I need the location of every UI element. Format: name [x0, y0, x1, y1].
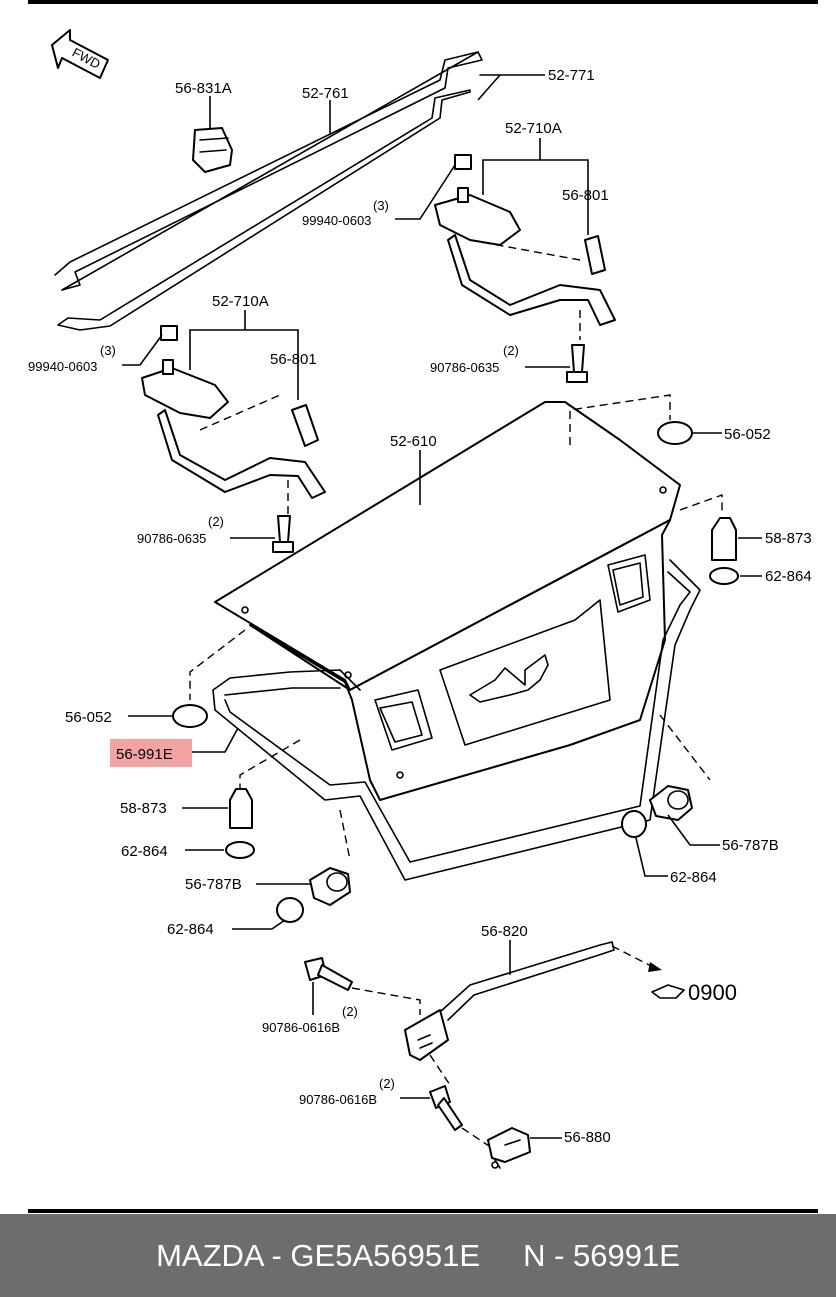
- part-52-610-trunk-lid: [214, 401, 681, 801]
- label-56-831a: 56-831A: [175, 80, 232, 97]
- highlight-56-991e: [110, 739, 192, 767]
- label-56-052-right: 56-052: [724, 426, 771, 443]
- part-90786-0635-right-bolt: [566, 344, 588, 383]
- label-90786-0616b-b: 90786-0616B: [299, 1092, 377, 1107]
- footer-brand-part: MAZDA - GE5A56951E: [156, 1237, 481, 1273]
- part-90786-0616b-lower-bolt: [429, 1085, 463, 1131]
- part-56-787b-left-bumper: [276, 867, 351, 923]
- part-56-880-lock: [487, 1127, 531, 1169]
- label-99940-0603-left: 99940-0603: [28, 359, 97, 374]
- part-56-820-latch-rod: [404, 941, 662, 1061]
- label-56-991e: 56-991E: [116, 746, 173, 763]
- part-56-787b-right-bumper: [621, 785, 693, 838]
- label-99940-0603-right: 99940-0603: [302, 213, 371, 228]
- fwd-arrow-icon: FWD: [51, 29, 109, 79]
- part-56-052-left-bumper: [172, 704, 208, 728]
- label-58-873-left: 58-873: [120, 800, 167, 817]
- label-56-820: 56-820: [481, 923, 528, 940]
- ref-0900: 0900: [688, 980, 737, 1005]
- label-62-864-right: 62-864: [765, 568, 812, 585]
- label-56-052-left: 56-052: [65, 709, 112, 726]
- qty-2-right: (2): [503, 343, 519, 358]
- qty-2-lower: (2): [379, 1076, 395, 1091]
- footer-n-part: N - 56991E: [523, 1237, 680, 1273]
- label-56-801-left: 56-801: [270, 351, 317, 368]
- label-52-710a-right: 52-710A: [505, 120, 562, 137]
- part-56-831a-clip: [192, 127, 233, 173]
- label-52-771: 52-771: [548, 67, 595, 84]
- part-52-710a-left-hinge: [141, 325, 326, 515]
- top-border: [28, 0, 818, 4]
- label-56-787b-left: 56-787B: [185, 876, 242, 893]
- label-90786-0635-right: 90786-0635: [430, 360, 499, 375]
- label-62-864-left: 62-864: [121, 843, 168, 860]
- part-90786-0635-left-bolt: [272, 515, 294, 553]
- qty-3-left: (3): [100, 343, 116, 358]
- part-56-052-right-bumper: [657, 421, 693, 445]
- qty-2-left: (2): [208, 514, 224, 529]
- part-56-991e-weatherstrip: [212, 559, 701, 881]
- label-90786-0635-left: 90786-0635: [137, 531, 206, 546]
- label-62-864-bottom: 62-864: [167, 921, 214, 938]
- part-58-873-left-stopper: [225, 788, 255, 859]
- label-56-880: 56-880: [564, 1129, 611, 1146]
- label-52-710a-left: 52-710A: [212, 293, 269, 310]
- qty-2-lock: (2): [342, 1004, 358, 1019]
- label-90786-0616b-a: 90786-0616B: [262, 1020, 340, 1035]
- label-52-761: 52-761: [302, 85, 349, 102]
- label-58-873-right: 58-873: [765, 530, 812, 547]
- label-62-864-right2: 62-864: [670, 869, 717, 886]
- footer-gap: [480, 1238, 523, 1274]
- parts-diagram: FWD 52-761 52-771 56-831A 52-710A 56-801…: [28, 29, 812, 1169]
- label-56-801-right: 56-801: [562, 187, 609, 204]
- footer-bar: MAZDA - GE5A56951E N - 56991E: [0, 1214, 836, 1297]
- part-52-710a-right-hinge: [434, 154, 616, 340]
- part-58-873-right-stopper: [709, 517, 739, 585]
- qty-3-right: (3): [373, 198, 389, 213]
- label-56-787b-right: 56-787B: [722, 837, 779, 854]
- ref-pointer-icon: [651, 984, 685, 999]
- bottom-border: [28, 1209, 818, 1213]
- part-52-761-strip: [54, 51, 501, 331]
- label-52-610: 52-610: [390, 433, 437, 450]
- part-90786-0616b-upper-bolt: [304, 957, 353, 991]
